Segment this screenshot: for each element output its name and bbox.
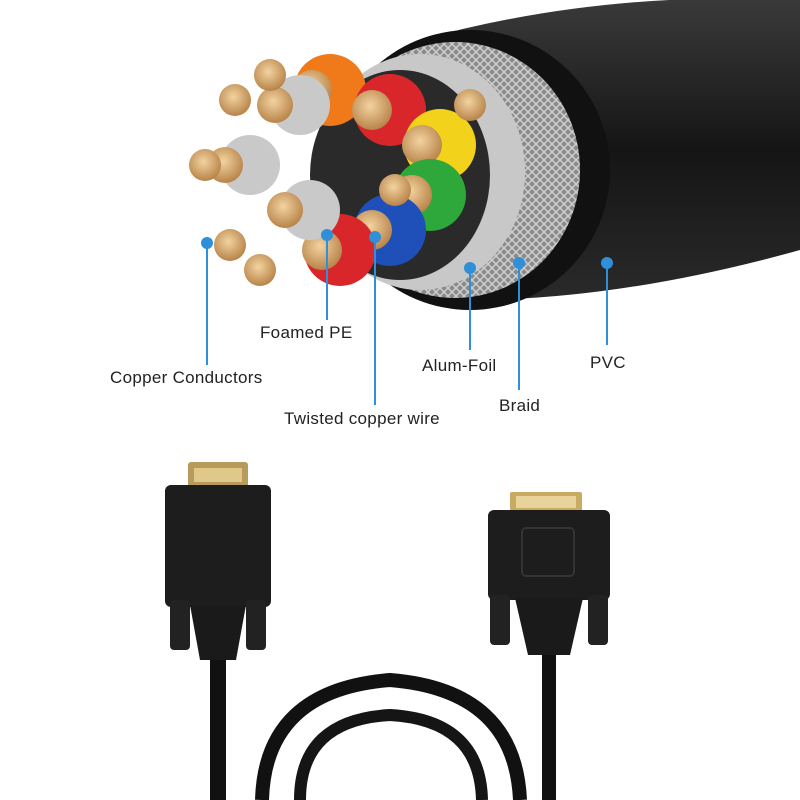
callout-dot (513, 257, 525, 269)
copper-core (352, 90, 392, 130)
vga-connector (165, 462, 271, 800)
label-copper-conductors: Copper Conductors (110, 368, 263, 387)
copper-core (257, 87, 293, 123)
callout-dot (369, 231, 381, 243)
label-pvc: PVC (590, 353, 626, 372)
copper-core (402, 125, 442, 165)
callout-lines (201, 229, 613, 405)
cable-loop (255, 672, 527, 800)
dvi-connector (488, 492, 610, 800)
copper-conductor (214, 229, 246, 261)
copper-core (302, 230, 342, 270)
label-alum-foil: Alum-Foil (422, 356, 497, 375)
copper-conductor (189, 149, 221, 181)
copper-conductor (244, 254, 276, 286)
foamed-pe-insulation (280, 180, 340, 240)
callout-dot (601, 257, 613, 269)
callout-dot (321, 229, 333, 241)
copper-conductor (219, 84, 251, 116)
label-foamed-pe: Foamed PE (260, 323, 353, 342)
wire-bundle (189, 54, 486, 286)
callout-dot (201, 237, 213, 249)
copper-conductor (379, 174, 411, 206)
foamed-pe-insulation (220, 135, 280, 195)
copper-conductor (254, 59, 286, 91)
copper-core (267, 192, 303, 228)
copper-conductor (454, 89, 486, 121)
label-twisted-copper-wire: Twisted copper wire (284, 409, 440, 428)
label-braid: Braid (499, 396, 541, 415)
callout-dot (464, 262, 476, 274)
foamed-pe-insulation (270, 75, 330, 135)
